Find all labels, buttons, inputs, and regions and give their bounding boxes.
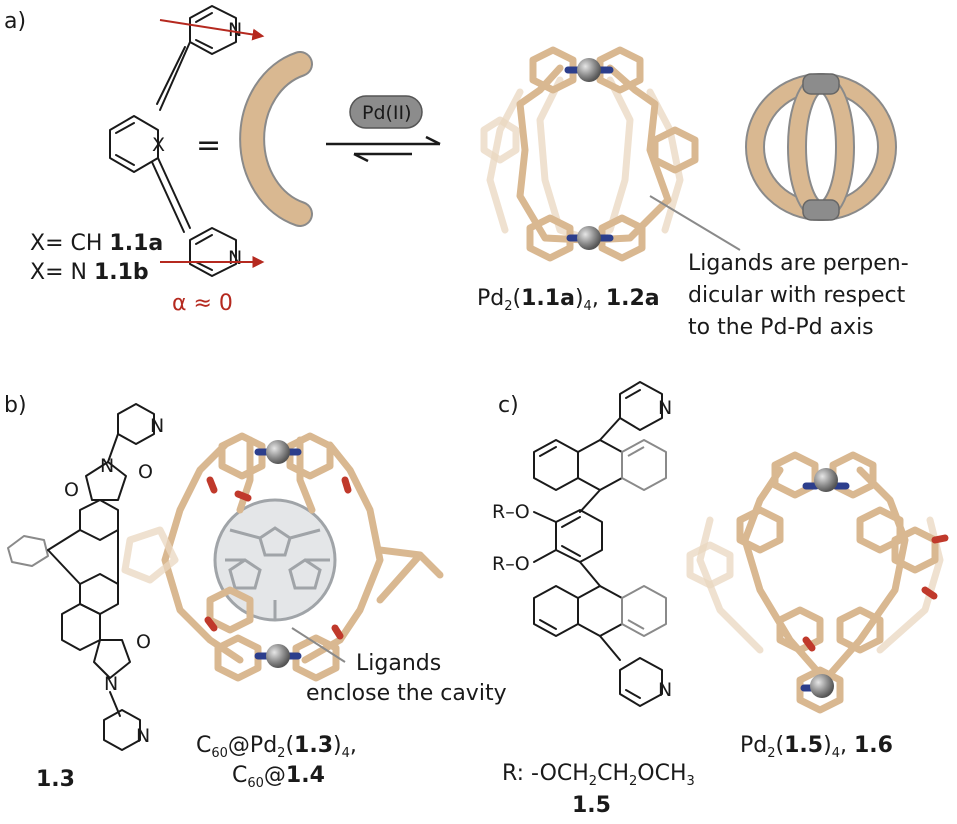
note-a-line3: to the Pd-Pd axis <box>688 315 874 340</box>
label-x-ch: X= CH 1.1a <box>30 231 163 256</box>
ligand-1-1-structure: N X N <box>109 5 265 277</box>
r-definition: R: -OCH2CH2OCH3 <box>502 761 695 789</box>
cage-1-4-label-line1: C60@Pd2(1.3)4, <box>196 733 357 761</box>
c-shaped-ligand-icon <box>241 53 311 225</box>
ligand-1-5-label: 1.5 <box>572 793 611 818</box>
label-x-n: X= N 1.1b <box>30 260 149 285</box>
cage-1-2a-label: Pd2(1.1a)4, 1.2a <box>477 286 660 314</box>
atom-n-bottom-c: N <box>658 679 672 701</box>
equals-sign: = <box>196 128 221 163</box>
alpha-label: α ≈ 0 <box>172 291 233 316</box>
pd-atom-sphere-bottom-c <box>810 674 834 698</box>
cage-1-4-label-line2: C60@1.4 <box>232 763 325 791</box>
cage-1-6-label: Pd2(1.5)4, 1.6 <box>740 733 893 761</box>
note-a-line2: dicular with respect <box>688 283 906 308</box>
pd-atom-sphere-bottom <box>577 226 601 250</box>
pd-atom-sphere-top <box>577 58 601 82</box>
ro-bottom: R–O <box>492 553 530 575</box>
panel-a-letter: a) <box>4 9 26 34</box>
note-b-line1: Ligands <box>356 651 441 676</box>
panel-b: b) N N O O N O N <box>4 393 507 792</box>
panel-c: c) N R–O R–O <box>492 381 949 818</box>
vector-arrow-top <box>159 19 265 41</box>
atom-o-top-2: O <box>64 479 79 501</box>
pd-atom-sphere-top-b <box>266 440 290 464</box>
atom-n-top: N <box>228 19 242 41</box>
atom-n-bottom-imide: N <box>104 673 118 695</box>
reagent-pill <box>349 95 423 129</box>
central-benzene-ring <box>109 115 159 173</box>
pd-atom-sphere-top-c <box>814 468 838 492</box>
pd-atom-sphere-bottom-b <box>266 644 290 668</box>
panel-c-letter: c) <box>498 393 519 418</box>
atom-o-top: O <box>138 461 153 483</box>
atom-n-top-imide: N <box>100 455 114 477</box>
atom-n-py-bottom: N <box>136 725 150 747</box>
cage-1-6-model <box>686 451 949 714</box>
cage-b-pointer-line <box>291 627 346 663</box>
ligand-1-3-label: 1.3 <box>36 767 75 792</box>
atom-n-bottom: N <box>228 247 242 269</box>
reagent-label: Pd(II) <box>362 102 412 124</box>
ro-top: R–O <box>492 501 530 523</box>
panel-a: a) N X N X= CH 1.1a <box>4 5 909 340</box>
atom-o-bottom: O <box>136 631 151 653</box>
panel-b-letter: b) <box>4 393 27 418</box>
note-a-line1: Ligands are perpen- <box>688 251 909 276</box>
atom-x: X <box>152 134 165 156</box>
atom-n-top-c: N <box>658 397 672 419</box>
bottom-pyridine-ring <box>189 227 237 277</box>
ligand-1-3-structure: N N O O N O N <box>7 403 164 751</box>
cage-1-4-model <box>121 432 444 682</box>
note-b-line2: enclose the cavity <box>306 681 507 706</box>
atom-n-py-top: N <box>150 415 164 437</box>
cage-schematic-icon <box>745 73 897 221</box>
ligand-1-5-structure: N R–O R–O <box>492 381 672 707</box>
cage-pointer-line <box>649 195 741 251</box>
cage-1-2a-model <box>480 46 699 262</box>
